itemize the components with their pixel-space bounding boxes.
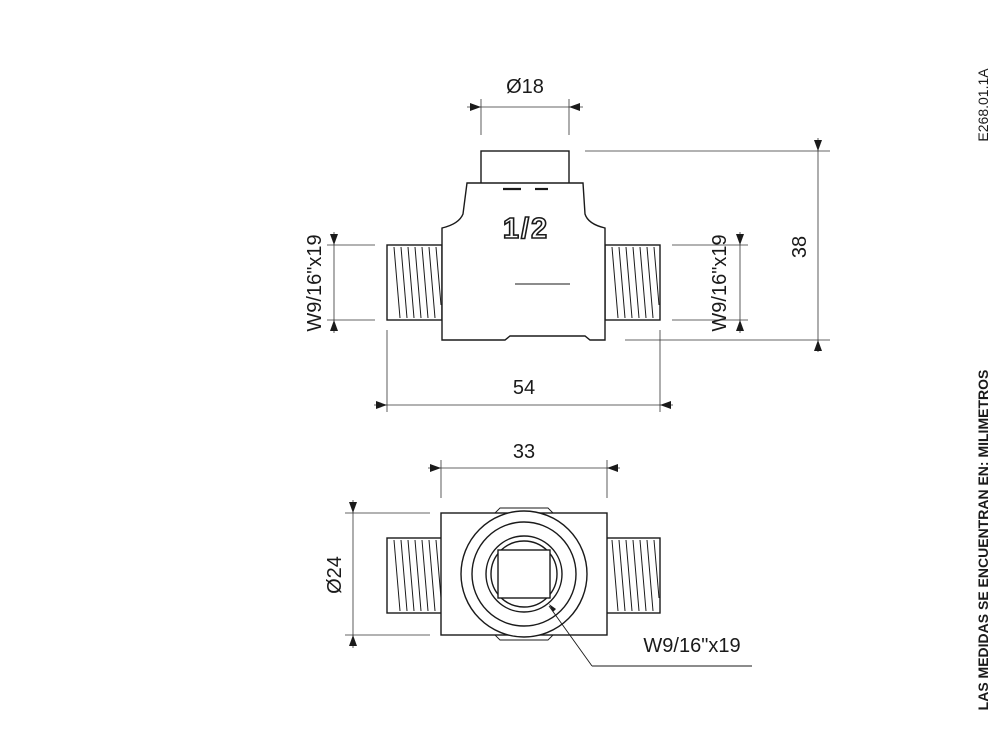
bore-slot — [497, 549, 551, 599]
dimension-left-thread: W9/16"x19 — [304, 232, 375, 333]
bore-thread-label: W9/16"x19 — [643, 635, 740, 657]
size-mark: 1/2 — [503, 213, 549, 245]
front-view: 1/2 Ø18 38 54 — [304, 76, 830, 412]
bottom-left-thread-stub — [386, 537, 443, 614]
right-thread-stub — [604, 244, 661, 321]
overall-length-label: 54 — [513, 377, 535, 399]
body-width-label: 33 — [513, 441, 535, 463]
dimension-height: 38 — [585, 138, 830, 352]
height-label: 38 — [789, 236, 811, 258]
bore-thread-leader: W9/16"x19 — [548, 604, 752, 667]
top-diameter-label: Ø18 — [506, 76, 544, 98]
diameter-label: Ø24 — [324, 556, 346, 594]
dimension-diameter: Ø24 — [324, 500, 430, 648]
bottom-body-top-notch — [494, 507, 554, 514]
dimension-top-diameter: Ø18 — [467, 76, 583, 135]
body — [441, 182, 606, 341]
dimension-body-width: 33 — [428, 441, 620, 498]
bottom-body-bottom-notch — [494, 634, 554, 641]
left-thread-stub — [386, 244, 443, 321]
bottom-right-thread-stub — [604, 537, 661, 614]
left-thread-lines — [393, 246, 442, 319]
right-thread-lines — [611, 246, 660, 319]
dimension-overall-length: 54 — [374, 330, 673, 412]
right-thread-label: W9/16"x19 — [709, 234, 731, 331]
units-note: LAS MEDIDAS SE ENCUENTRAN EN: MILIMETROS — [975, 370, 991, 711]
drawing-code: E268.01.1A — [975, 68, 991, 142]
bottom-view: W9/16"x19 33 Ø24 — [324, 441, 752, 667]
dimension-right-thread: W9/16"x19 — [672, 232, 748, 333]
left-thread-label: W9/16"x19 — [304, 234, 326, 331]
top-spigot — [480, 150, 570, 185]
